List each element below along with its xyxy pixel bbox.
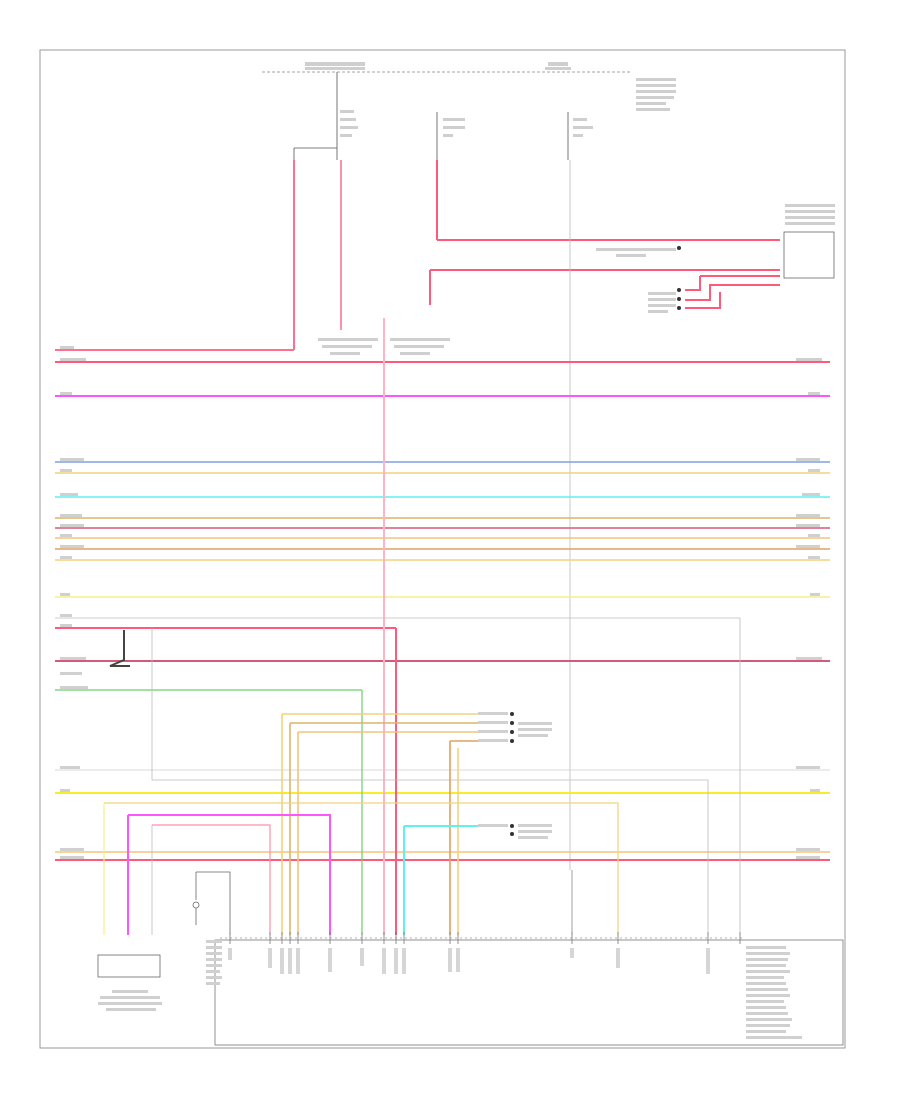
bus-wires: [55, 349, 830, 861]
main-verticals: [103, 318, 741, 935]
module-pin-labels: [228, 948, 710, 974]
relay-box: [783, 231, 835, 279]
sensor-labels: [98, 940, 222, 1011]
fuse-drops: [293, 72, 569, 160]
module-description: [746, 946, 802, 1039]
sensor-switch: [97, 871, 231, 978]
module-pins: [229, 932, 741, 944]
upper-feeds: [293, 160, 780, 350]
connector-dots: [510, 246, 681, 836]
module-box: [214, 939, 844, 1046]
bus-wire-end-labels: [60, 346, 822, 859]
mid-connector-labels: [478, 712, 552, 839]
diagram-frame: [39, 49, 846, 1049]
top-labels: [305, 62, 835, 355]
